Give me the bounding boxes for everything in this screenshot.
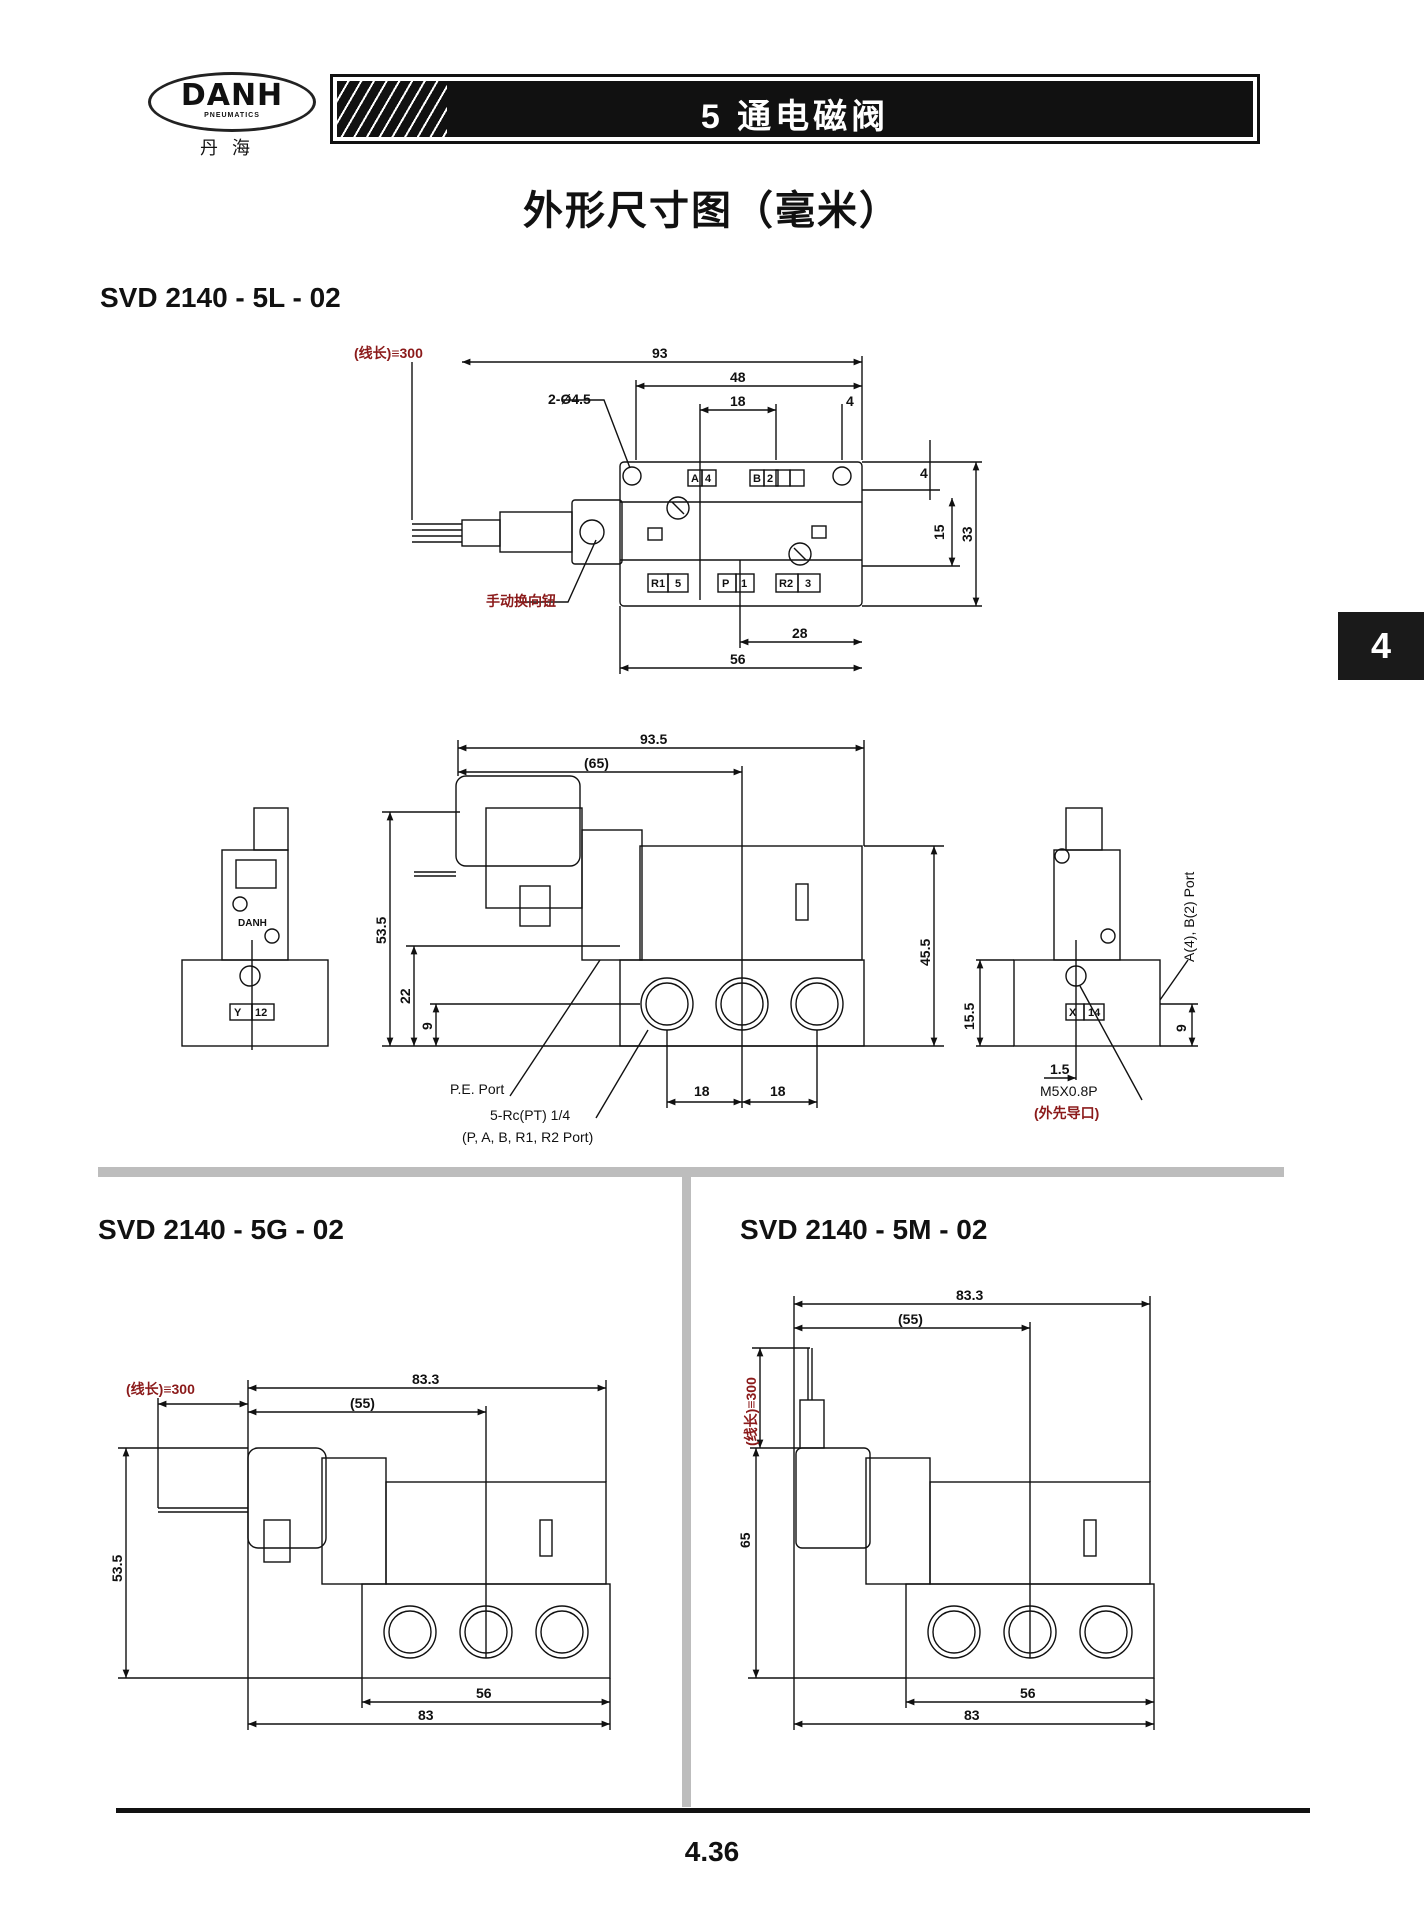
dim-53-5: 53.5 (373, 917, 389, 944)
dim-83-3-5g: 83.3 (412, 1371, 439, 1387)
logo-subtitle: PNEUMATICS (204, 112, 260, 119)
dim-48: 48 (730, 369, 746, 385)
drawing-5m (748, 1296, 1155, 1730)
dim-18-left: 18 (694, 1083, 710, 1099)
section-divider-horizontal (98, 1167, 1284, 1177)
side-view-left-5l (181, 807, 329, 1050)
model-title-5l: SVD 2140 - 5L - 02 (100, 282, 341, 313)
logo-wordmark: DANH (180, 78, 284, 113)
ab-port-label: A(4), B(2) Port (1181, 872, 1197, 962)
dim-18-right: 18 (770, 1083, 786, 1099)
port-label: A (691, 473, 699, 485)
port-label: R2 (779, 578, 793, 590)
drawing-5g (118, 1380, 611, 1730)
valve-body-5g (385, 1481, 607, 1585)
dim-83-5m: 83 (964, 1707, 980, 1723)
port-label: 2 (767, 473, 773, 485)
banner-stripes (337, 81, 447, 137)
port-spec: 5-Rc(PT) 1/4 (490, 1107, 570, 1123)
manifold-side-right (1013, 959, 1161, 1047)
dim-wire-length-5g: (线长)≡300 (126, 1381, 195, 1397)
dim-4-top: 4 (846, 393, 854, 409)
mount-hole-left (622, 466, 642, 486)
port-label: R1 (651, 578, 665, 590)
label-14: 14 (1088, 1007, 1101, 1019)
label-12: 12 (255, 1007, 267, 1019)
dim-4-right: 4 (920, 465, 928, 481)
mount-hole-right (832, 466, 852, 486)
solenoid-front (455, 775, 581, 867)
side-view-right-5l (976, 807, 1198, 1101)
valve-body-5m (929, 1481, 1151, 1585)
dim-56-5m: 56 (1020, 1685, 1036, 1701)
top-view-5l (411, 356, 982, 674)
port-label: B (753, 473, 761, 485)
dim-22: 22 (397, 988, 413, 1004)
dim-9-front: 9 (419, 1022, 435, 1030)
footer-rule (116, 1808, 1310, 1813)
label-y: Y (234, 1007, 242, 1019)
dim-15-top: 15 (931, 524, 947, 540)
port-label: P (722, 578, 729, 590)
thread-spec: M5X0.8P (1040, 1083, 1098, 1099)
label-x: X (1069, 1007, 1077, 1019)
section-banner: 5 通电磁阀 (330, 74, 1260, 144)
chapter-tab[interactable]: 4 (1338, 612, 1424, 680)
dim-93-5: 93.5 (640, 731, 667, 747)
manifold-side-left (181, 959, 329, 1047)
valve-body-front (639, 845, 863, 961)
section-divider-vertical (682, 1177, 691, 1807)
dim-9-side: 9 (1173, 1024, 1189, 1032)
dim-28: 28 (792, 625, 808, 641)
port-list: (P, A, B, R1, R2 Port) (462, 1129, 593, 1145)
dim-wire-length-5l: (线长)≡300 (354, 345, 423, 361)
logo-oval (148, 72, 316, 132)
port-label: 5 (675, 578, 681, 590)
dim-53-5-5g: 53.5 (109, 1555, 125, 1582)
model-title-5g: SVD 2140 - 5G - 02 (98, 1214, 344, 1245)
side-logo: DANH (238, 918, 267, 929)
port-label: 1 (741, 578, 747, 590)
dim-15-5: 15.5 (961, 1003, 977, 1030)
dim-wire-length-5m: (线长)≡300 (743, 1377, 759, 1446)
dim-56-5g: 56 (476, 1685, 492, 1701)
solenoid-5m (795, 1447, 871, 1549)
dim-65: (65) (584, 755, 609, 771)
dim-83-5g: 83 (418, 1707, 434, 1723)
dim-33: 33 (959, 526, 975, 542)
page-number: 4.36 (684, 1836, 740, 1867)
dim-55-5g: (55) (350, 1395, 375, 1411)
manual-button-label: 手动换向钮 (486, 593, 556, 609)
dim-55-5m: (55) (898, 1311, 923, 1327)
port-label: 4 (705, 473, 712, 485)
dim-45-5: 45.5 (917, 939, 933, 966)
dim-65-5m: 65 (737, 1532, 753, 1548)
pilot-port-label: (外先导口) (1034, 1105, 1099, 1121)
dim-93: 93 (652, 345, 668, 361)
solenoid-5g (247, 1447, 327, 1549)
dim-18-top: 18 (730, 393, 746, 409)
valve-body-top (619, 461, 863, 607)
dim-56-top: 56 (730, 651, 746, 667)
front-view-5l (382, 740, 944, 1119)
banner-title: 5 通电磁阀 (700, 98, 890, 136)
model-title-5m: SVD 2140 - 5M - 02 (740, 1214, 988, 1245)
danh-logo: DANH PNEUMATICS 丹海 (148, 72, 316, 159)
page-title: 外形尺寸图（毫米） (523, 189, 901, 233)
dim-83-3-5m: 83.3 (956, 1287, 983, 1303)
dim-1-5: 1.5 (1050, 1061, 1070, 1077)
hole-label: 2-Ø4.5 (548, 391, 591, 407)
port-label: 3 (805, 578, 811, 590)
logo-chinese-name: 丹海 (200, 138, 264, 159)
pe-port-label: P.E. Port (450, 1081, 504, 1097)
